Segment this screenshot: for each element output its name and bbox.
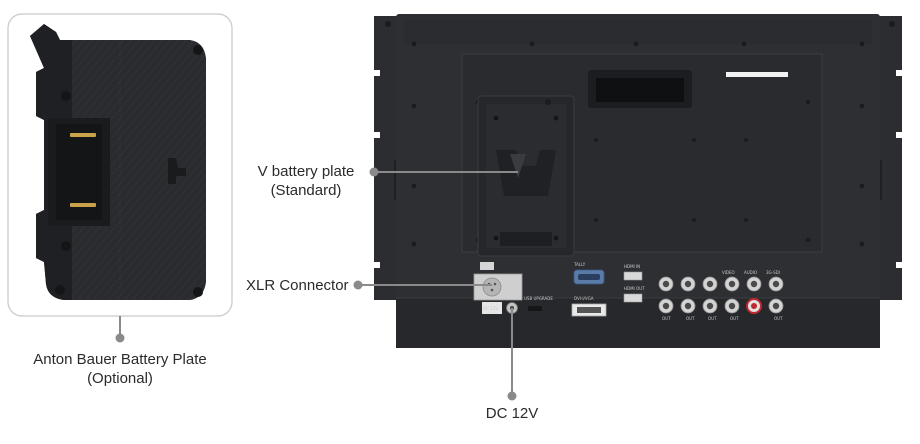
v-battery-plate-label: V battery plate (Standard): [250, 162, 362, 200]
bnc-connector-core: [728, 302, 736, 310]
bnc-connector-core: [728, 280, 736, 288]
svg-text:AUDIO: AUDIO: [744, 270, 757, 275]
bnc-connector-core: [662, 302, 670, 310]
svg-text:OUT: OUT: [686, 316, 695, 321]
svg-text:VIDEO: VIDEO: [722, 270, 735, 275]
xlr-connector-port: [473, 262, 523, 301]
bnc-connector-grid: [658, 276, 784, 314]
audio-rca-core: [751, 303, 757, 309]
monitor-rear: DC 12V USB UPGRADE TALLY DVI-I/VGA HDMI …: [374, 14, 902, 348]
gold-contact-bottom: [70, 203, 96, 207]
bnc-connector-core: [772, 302, 780, 310]
xlr-connector-label: XLR Connector: [246, 277, 349, 294]
anton-bauer-plate-image: [30, 24, 206, 300]
svg-text:HDMI OUT: HDMI OUT: [624, 286, 645, 291]
svg-text:OUT: OUT: [662, 316, 671, 321]
svg-text:OUT: OUT: [708, 316, 717, 321]
tally-port: TALLY: [573, 262, 605, 285]
right-rack-ear: [878, 16, 902, 300]
bottom-band: [396, 298, 880, 348]
v-battery-plate-line2: (Standard): [270, 182, 342, 199]
callout-lines: [115, 167, 518, 401]
bnc-markings: VIDEO AUDIO 3G-SDI OUT OUT OUT OUT OUT: [662, 270, 783, 321]
svg-text:OUT: OUT: [730, 316, 739, 321]
v-mount-plate: [477, 95, 575, 257]
usb-upgrade-marking: USB UPGRADE: [524, 296, 553, 301]
left-rack-ear: [374, 16, 398, 300]
svg-text:HDMI IN: HDMI IN: [624, 264, 640, 269]
bnc-connector-core: [772, 280, 780, 288]
hdmi-ports: HDMI IN HDMI OUT: [623, 264, 645, 303]
bnc-connector-core: [684, 302, 692, 310]
bnc-connector-core: [750, 280, 758, 288]
v-battery-plate-line1: V battery plate: [257, 163, 355, 180]
bnc-connector-core: [684, 280, 692, 288]
anton-bauer-inset: [7, 13, 233, 317]
svg-text:3G-SDI: 3G-SDI: [766, 270, 780, 275]
anton-bauer-line2: (Optional): [87, 370, 153, 387]
bnc-connector-core: [662, 280, 670, 288]
dc-marking: DC 12V: [483, 306, 498, 311]
anton-bauer-label: Anton Bauer Battery Plate (Optional): [16, 350, 224, 388]
dc-12v-label: DC 12V: [485, 405, 539, 422]
anton-bauer-line1: Anton Bauer Battery Plate: [33, 351, 207, 368]
dvi-port: DVI-I/VGA: [571, 296, 607, 317]
bnc-connector-core: [706, 280, 714, 288]
svg-text:OUT: OUT: [774, 316, 783, 321]
label-strip: [726, 72, 788, 77]
anton-bauer-dot: [115, 333, 125, 343]
gold-contact-top: [70, 133, 96, 137]
dc-dot: [507, 391, 517, 401]
svg-text:TALLY: TALLY: [573, 262, 586, 267]
bnc-connector-core: [706, 302, 714, 310]
svg-text:DVI-I/VGA: DVI-I/VGA: [574, 296, 594, 301]
